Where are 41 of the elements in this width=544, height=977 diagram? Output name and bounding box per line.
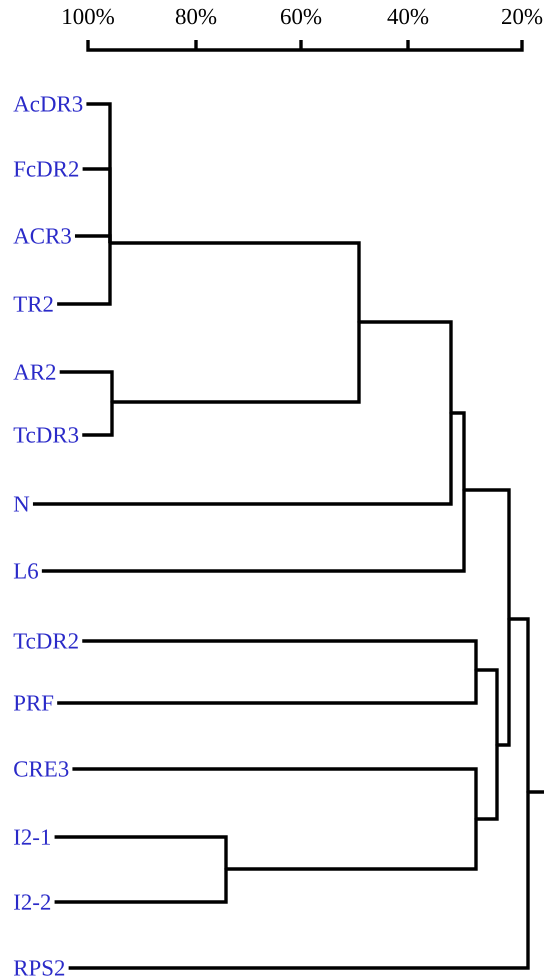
dendrogram-branch [60, 370, 114, 402]
dendrogram-branch [451, 411, 466, 490]
dendrogram-branch [82, 402, 114, 437]
dendrogram-branch [68, 792, 530, 970]
dendrogram-branch [476, 668, 499, 745]
tick-label: 60% [280, 8, 322, 24]
leaf-label: N [14, 496, 30, 512]
dendrogram-branch [32, 413, 453, 506]
tick-label: 80% [176, 8, 216, 24]
leaf-label: ACR3 [13, 228, 71, 244]
dendrogram-branch [509, 617, 530, 792]
leaf-label: PRF [14, 696, 54, 710]
leaf-label: AcDR3 [13, 96, 82, 112]
tick-label: 20% [502, 8, 542, 24]
dendrogram-branch [72, 767, 478, 819]
leaf-label: TcDR3 [14, 427, 78, 443]
dendrogram-branch [112, 322, 361, 404]
dendrogram-branch [359, 320, 453, 413]
leaf-label: FcDR2 [14, 161, 78, 177]
dendrogram-branch [74, 234, 112, 243]
leaf-label: I2-2 [14, 894, 50, 910]
dendrogram-branch [82, 639, 478, 670]
tick-label: 100% [63, 8, 114, 24]
leaf-label: I2-1 [14, 829, 50, 845]
tick-label: 40% [387, 8, 428, 24]
dendrogram-branch [464, 488, 511, 619]
leaf-label: TcDR2 [14, 633, 78, 649]
leaf-label: CRE3 [14, 761, 68, 777]
dendrogram-branch [497, 619, 511, 747]
dendrogram-branch [226, 819, 478, 871]
dendrogram-branch [57, 670, 478, 705]
dendrogram-branch [476, 745, 499, 821]
dendrogram-branch [110, 241, 361, 322]
dendrogram-branch [42, 490, 466, 573]
leaf-label: TR2 [14, 296, 53, 312]
leaf-label: AR2 [13, 364, 56, 380]
dendrogram-branch [57, 243, 112, 306]
leaf-label: RPS2 [14, 960, 64, 976]
leaf-label: L6 [14, 563, 38, 579]
dendrogram-branch [54, 835, 228, 869]
dendrogram-branch [54, 869, 228, 904]
